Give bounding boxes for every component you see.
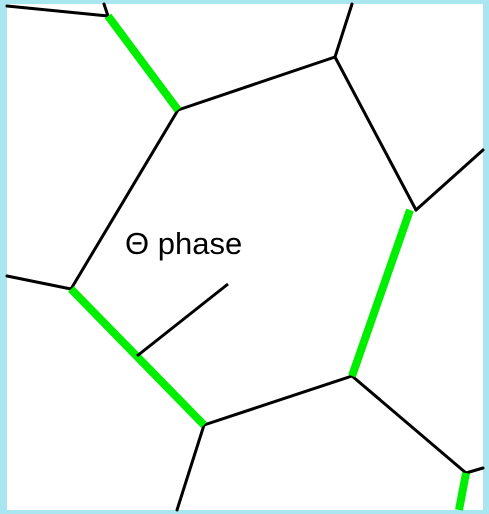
boundary-bottom-right-stub: [464, 466, 485, 475]
highlight-left: [68, 286, 207, 428]
grain-boundaries: [5, 2, 485, 512]
boundary-right-upper: [333, 55, 418, 212]
boundary-right-stub: [414, 148, 485, 212]
boundary-left-edge: [69, 108, 180, 291]
theta-phase-label: Θ phase: [125, 226, 242, 261]
drawing-area: [7, 4, 483, 510]
label-leader-line: [136, 282, 229, 358]
boundary-top-left: [5, 4, 110, 18]
boundary-bottom: [202, 374, 354, 427]
highlight-top: [104, 13, 182, 113]
boundary-top-stub: [102, 2, 110, 18]
boundary-left-stub: [5, 274, 73, 291]
highlight-bottom-right: [455, 472, 470, 511]
highlight-right: [348, 208, 414, 378]
boundary-bottom-right: [350, 374, 468, 475]
highlighted-boundaries: [68, 13, 470, 511]
boundary-bottom-stub: [175, 423, 206, 512]
